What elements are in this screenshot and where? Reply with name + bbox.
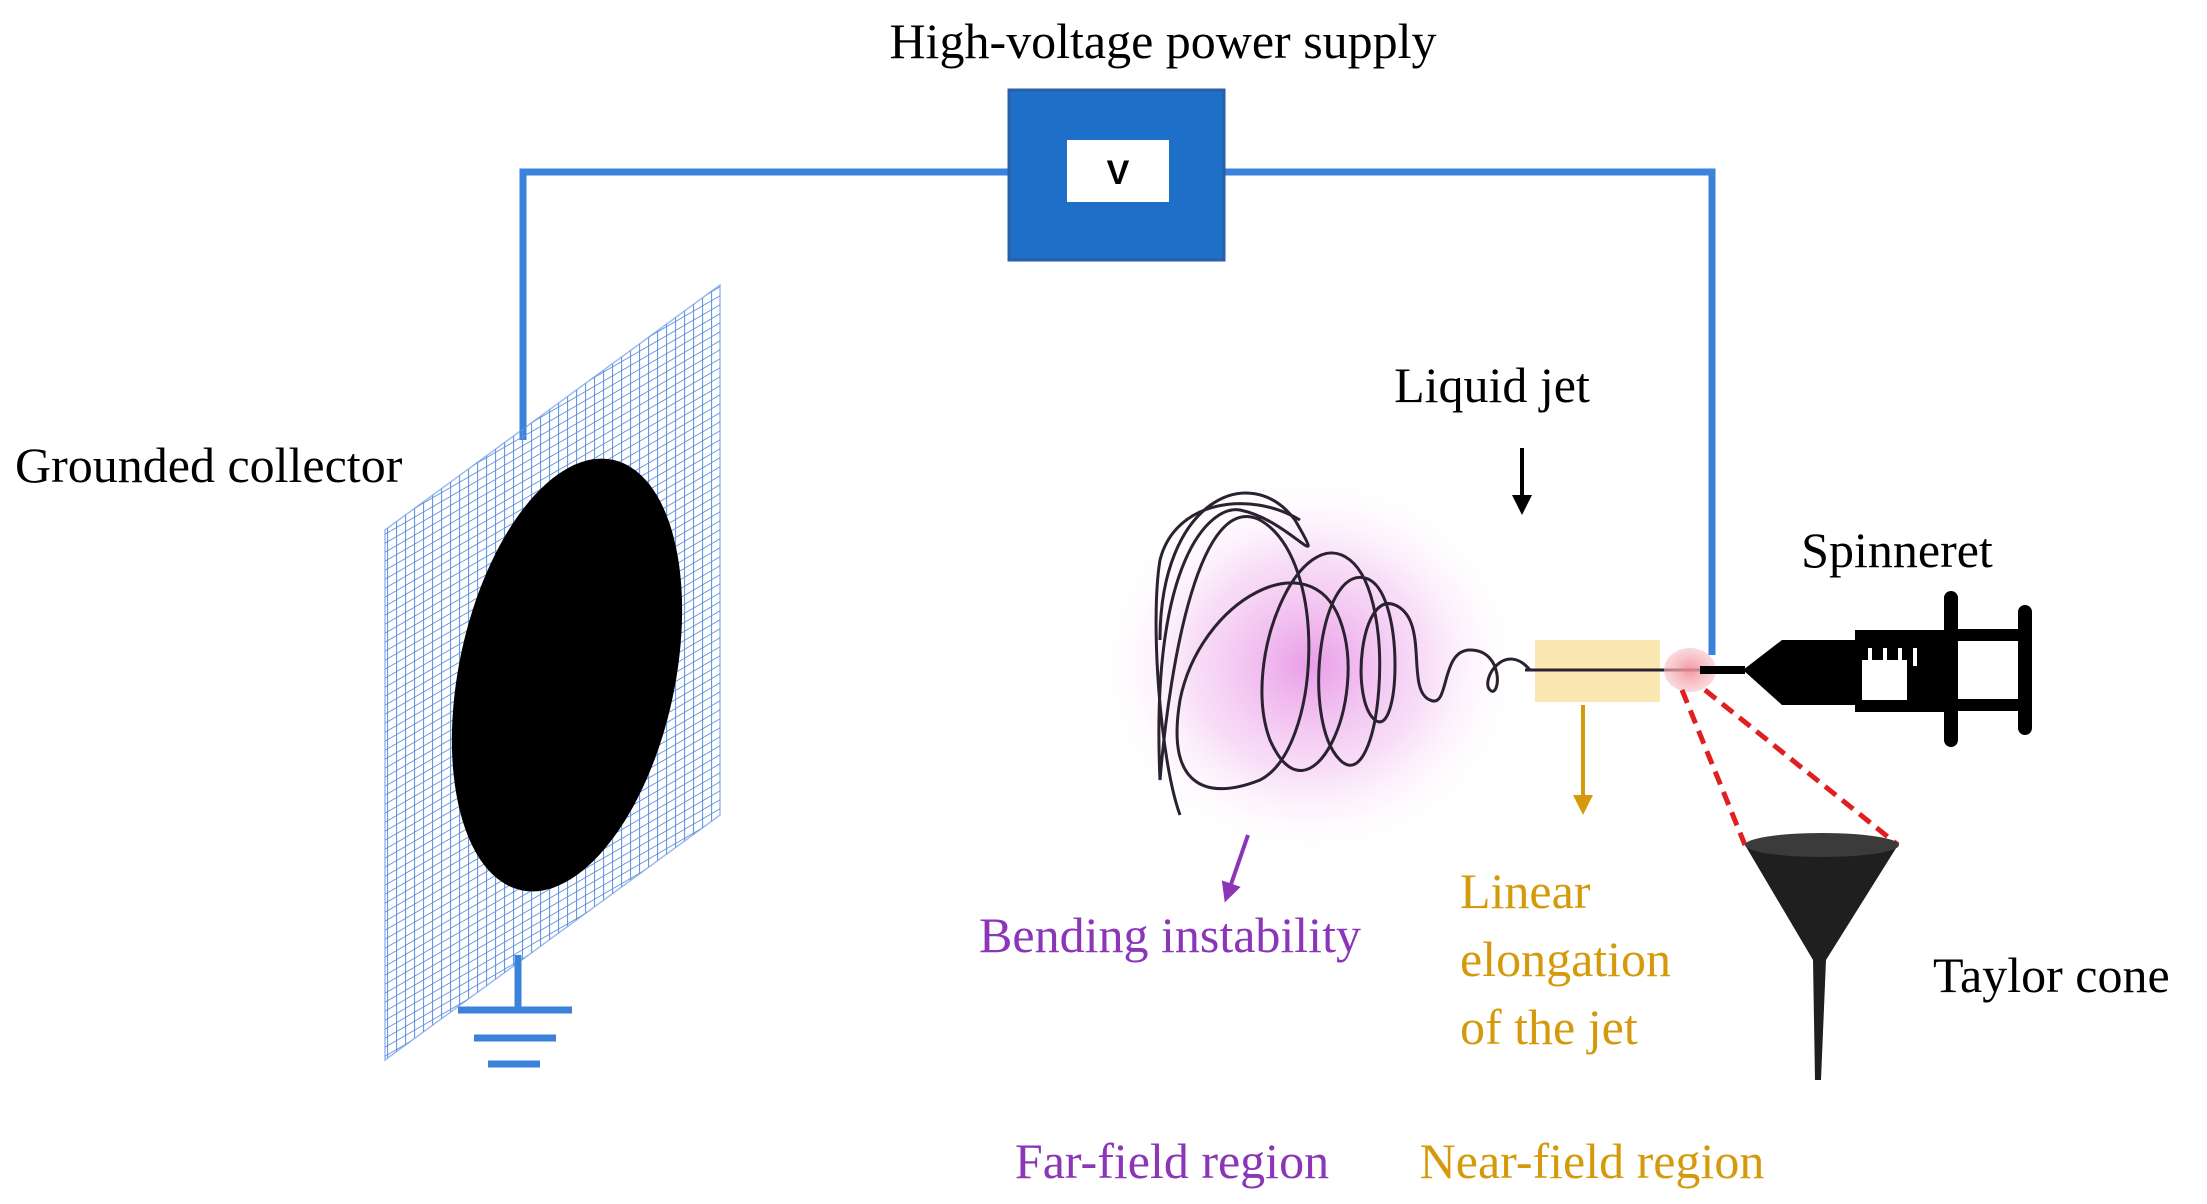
far-field-label: Far-field region [1015, 1133, 1329, 1189]
voltmeter-label: V [1107, 154, 1130, 192]
zoom-lines [1679, 688, 1900, 847]
near-field-label: Near-field region [1420, 1133, 1765, 1189]
bending-glow [1095, 470, 1525, 860]
bending-arrow [1221, 834, 1250, 903]
spinneret-icon [1700, 591, 2032, 747]
collector-disc [451, 458, 683, 892]
taylor-glow [1664, 648, 1716, 692]
ground-icon [458, 955, 572, 1068]
power-supply-label: High-voltage power supply [889, 13, 1436, 69]
taylor-cone-icon [1745, 833, 1899, 1080]
bending-instability-label: Bending instability [979, 907, 1361, 963]
liquid-jet-label: Liquid jet [1394, 357, 1590, 413]
collector-label: Grounded collector [15, 437, 403, 493]
linear-elongation-label-1: Linear [1460, 863, 1591, 919]
spinneret-label: Spinneret [1801, 522, 1993, 578]
linear-elongation-label-3: of the jet [1460, 999, 1638, 1055]
circuit-wire [519, 168, 1716, 655]
taylor-cone-label: Taylor cone [1933, 947, 2170, 1003]
jet-outer-loop [1154, 502, 1301, 816]
power-supply: V [1007, 88, 1226, 262]
linear-elongation-label-2: elongation [1460, 931, 1671, 987]
jet-spiral [1157, 491, 1532, 791]
